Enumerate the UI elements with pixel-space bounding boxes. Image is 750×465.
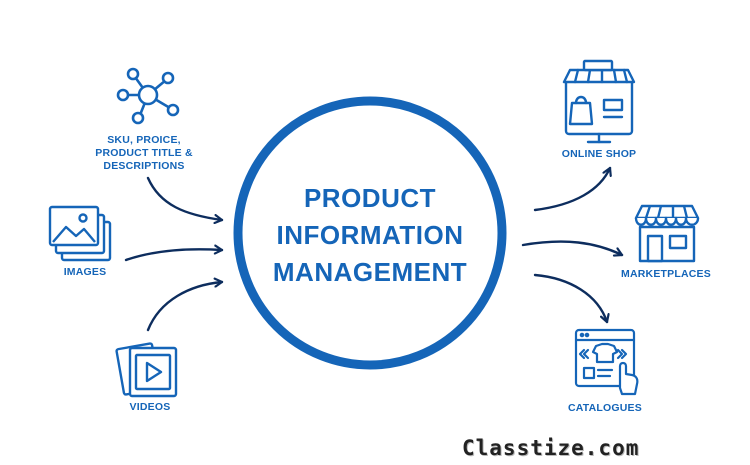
network-icon xyxy=(116,67,180,125)
center-title-line-3: MANAGEMENT xyxy=(272,257,468,287)
video-icon xyxy=(115,342,178,398)
marketplace-store-icon xyxy=(634,204,700,263)
center-title: PRODUCT INFORMATION MANAGEMENT xyxy=(250,180,490,291)
images-label: IMAGES xyxy=(63,266,107,278)
videos-label: VIDEOS xyxy=(129,401,171,413)
sku-label-line-1: SKU, PROICE, xyxy=(107,134,181,146)
arrow-center-to-online-shop xyxy=(533,166,610,212)
watermark-text: Classtize.com xyxy=(462,436,640,460)
arrow-videos-to-center xyxy=(146,282,224,332)
catalogues-label: CATALOGUES xyxy=(568,402,642,414)
center-title-line-1: PRODUCT xyxy=(303,183,437,213)
arrow-center-to-catalogues xyxy=(533,273,607,324)
online-shop-icon xyxy=(562,59,636,144)
sku-label: SKU, PROICE, PRODUCT TITLE & DESCRIPTION… xyxy=(84,134,204,173)
images-icon xyxy=(48,205,112,262)
arrow-images-to-center xyxy=(124,249,224,262)
sku-label-line-3: DESCRIPTIONS xyxy=(103,160,185,172)
center-ring xyxy=(233,96,507,370)
arrow-sku-to-center xyxy=(146,176,224,220)
center-title-line-2: INFORMATION xyxy=(276,220,464,250)
marketplaces-label: MARKETPLACES xyxy=(621,268,711,280)
catalogue-browser-icon xyxy=(574,328,639,396)
online-shop-label: ONLINE SHOP xyxy=(561,148,637,160)
arrow-center-to-marketplaces xyxy=(521,240,624,255)
sku-label-line-2: PRODUCT TITLE & xyxy=(95,147,193,159)
